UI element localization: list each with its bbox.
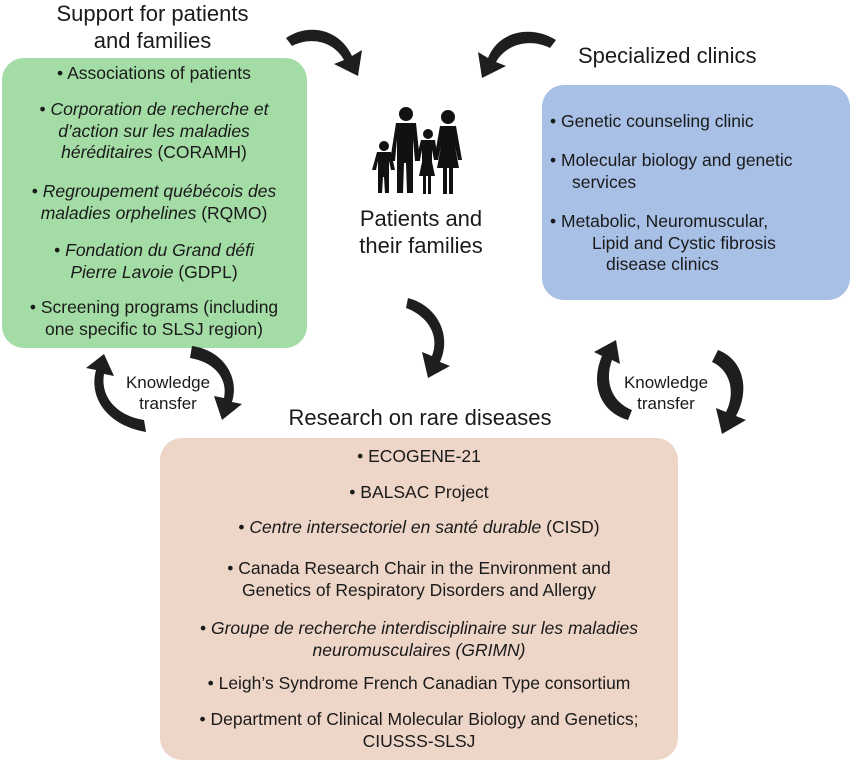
support-text: one specific to SLSJ region) [45, 318, 263, 339]
support-text: (CORAMH) [152, 142, 247, 162]
support-item-line: • Corporation de recherche et [6, 99, 302, 121]
research-text: Groupe de recherche interdisciplinaire s… [210, 618, 638, 638]
clinics-title: Specialized clinics [578, 43, 757, 68]
arrow-right-down [712, 350, 746, 434]
research-item-line: • ECOGENE-21 [162, 446, 676, 468]
research-item: • Canada Research Chair in the Environme… [162, 558, 676, 601]
clinic-item-metabolic: • Metabolic, Neuromuscular, Lipid and Cy… [550, 211, 776, 274]
support-title-line1: Support for patients [56, 1, 249, 26]
support-item-line: • Fondation du Grand défi [6, 240, 302, 262]
research-item: • Centre intersectoriel en santé durable… [162, 517, 676, 539]
clinics-box [542, 85, 850, 300]
research-item: • Leigh’s Syndrome French Canadian Type … [162, 673, 676, 695]
research-box [160, 438, 678, 760]
arrow-left-up [86, 354, 146, 432]
support-item-line: • Regroupement québécois des [6, 181, 302, 203]
support-item-line: Pierre Lavoie (GDPL) [6, 262, 302, 284]
research-item-line: • Department of Clinical Molecular Biolo… [162, 709, 676, 731]
support-text: • Associations of patients [57, 63, 251, 83]
research-item-line: CIUSSS-SLSJ [162, 731, 676, 753]
support-text: d’action sur les maladies [58, 120, 250, 141]
support-text: (RQMO) [196, 202, 268, 223]
support-text: Corporation de recherche et [50, 99, 269, 119]
arrow-patients-to-research [406, 298, 450, 378]
support-text: Regroupement québécois des [42, 181, 277, 201]
research-text: • Leigh’s Syndrome French Canadian Type … [207, 673, 631, 693]
support-text: maladies orphelines [40, 202, 197, 223]
arrow-right-up [594, 340, 632, 420]
support-item: • Associations of patients [6, 63, 302, 85]
support-text: • Screening programs (including [29, 297, 279, 317]
research-item: • Groupe de recherche interdisciplinaire… [162, 618, 676, 661]
clinic-item-molecular-biology: • Molecular biology and genetic services [550, 150, 793, 192]
support-item-line: • Screening programs (including [6, 297, 302, 319]
support-text: (GDPL) [173, 261, 238, 282]
research-item: • ECOGENE-21 [162, 446, 676, 468]
research-item-line: • Canada Research Chair in the Environme… [162, 558, 676, 580]
support-item-line: d’action sur les maladies [6, 121, 302, 143]
research-text: CIUSSS-SLSJ [362, 730, 476, 751]
support-text: Pierre Lavoie [70, 261, 174, 282]
support-box [2, 58, 307, 348]
research-text: • [199, 618, 211, 638]
support-item-line: héréditaires (CORAMH) [6, 142, 302, 164]
family-silhouette-icon [372, 107, 462, 194]
support-text: héréditaires [61, 142, 153, 162]
research-item: • BALSAC Project [162, 482, 676, 504]
support-text: • [31, 181, 43, 201]
research-text: • [238, 517, 250, 537]
research-text: • BALSAC Project [349, 482, 489, 502]
support-text: • [54, 240, 66, 260]
research-item: • Department of Clinical Molecular Biolo… [162, 709, 676, 752]
support-text: • [39, 99, 51, 119]
research-text: Genetics of Respiratory Disorders and Al… [241, 579, 597, 600]
support-item-line: maladies orphelines (RQMO) [6, 203, 302, 225]
research-item-line: Genetics of Respiratory Disorders and Al… [162, 580, 676, 602]
clinic-item-genetic-counseling: • Genetic counseling clinic [550, 111, 754, 131]
support-text: Fondation du Grand défi [65, 240, 254, 260]
research-text: neuromusculaires (GRIMN) [312, 639, 526, 660]
support-title-line2: and families [93, 28, 212, 53]
research-text: • ECOGENE-21 [357, 446, 481, 466]
patients-label: Patients and their families [359, 206, 483, 258]
knowledge-transfer-left: Knowledge transfer [125, 373, 211, 413]
research-item-line: • Leigh’s Syndrome French Canadian Type … [162, 673, 676, 695]
research-title: Research on rare diseases [288, 405, 552, 430]
support-item-line: one specific to SLSJ region) [6, 319, 302, 341]
support-title: Support for patients and families [30, 0, 275, 54]
research-text: • Department of Clinical Molecular Biolo… [199, 709, 639, 729]
support-item-line: • Associations of patients [6, 63, 302, 85]
research-text: (CISD) [541, 517, 600, 537]
research-text: • Canada Research Chair in the Environme… [227, 558, 611, 578]
arrow-support-to-patients [286, 29, 362, 77]
research-item-line: • Groupe de recherche interdisciplinaire… [162, 618, 676, 640]
research-item-line: • Centre intersectoriel en santé durable… [162, 517, 676, 539]
arrow-clinics-to-patients [478, 31, 556, 79]
research-text: Centre intersectoriel en santé durable [249, 517, 542, 537]
arrow-left-down [190, 346, 242, 420]
knowledge-transfer-right: Knowledge transfer [623, 373, 709, 413]
research-item-line: • BALSAC Project [162, 482, 676, 504]
research-item-line: neuromusculaires (GRIMN) [162, 640, 676, 662]
